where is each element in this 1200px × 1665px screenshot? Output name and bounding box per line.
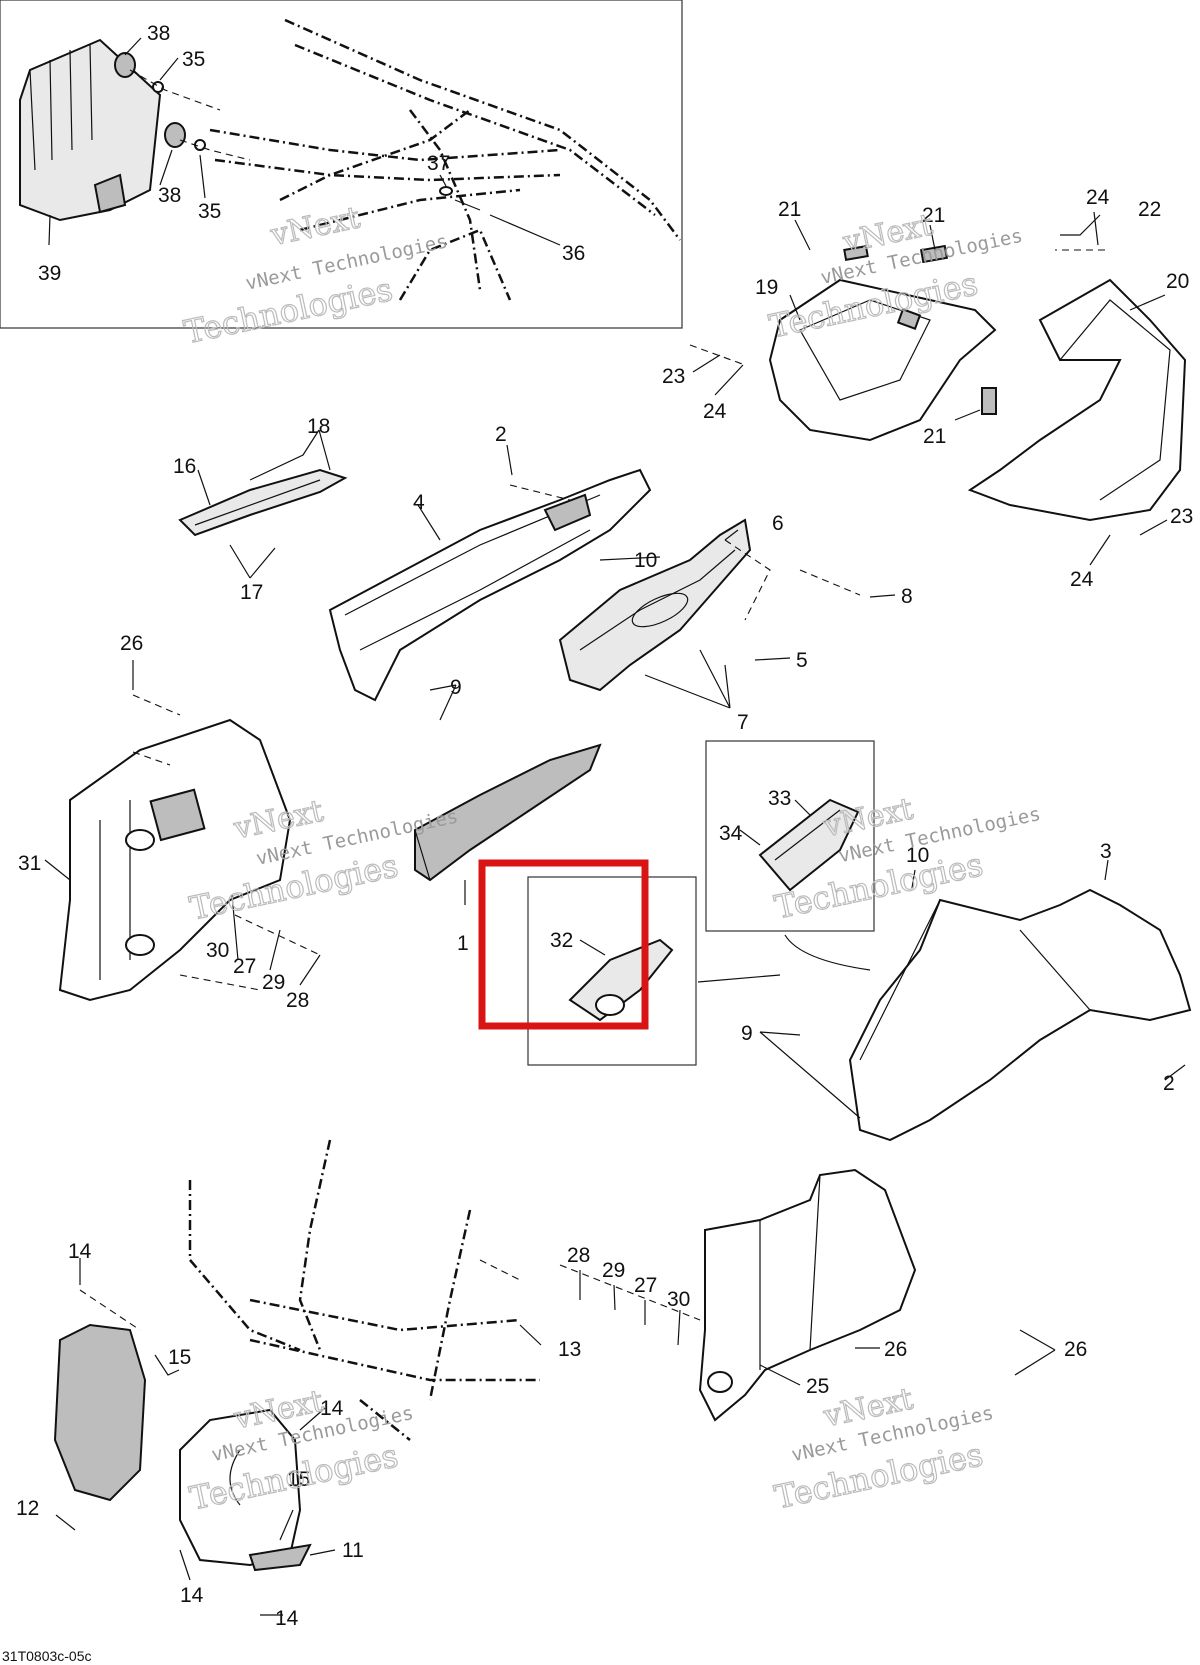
callout-28: 28 [567,1244,590,1267]
callout-9: 9 [741,1022,753,1045]
callout-15: 15 [287,1468,310,1491]
part-21-clip-c [981,387,997,415]
part-25-guard [698,1168,917,1422]
part-11-skid [248,1543,312,1572]
part-6-lower-panel [558,518,752,692]
callout-16: 16 [173,455,196,478]
callout-23: 23 [662,365,685,388]
part-21-clip-a [919,244,949,264]
watermarks: vNext vNext Technologies Technologies [771,1381,996,1517]
part-1-panel [414,743,602,882]
inset-frame-top-left [0,0,683,329]
callout-35: 35 [182,48,205,71]
callout-28: 28 [286,989,309,1012]
callout-25: 25 [806,1375,829,1398]
leader-32-to-3 [697,974,781,983]
callout-11: 11 [342,1539,364,1562]
leader-lines [44,37,1186,1616]
callout-30: 30 [206,939,229,962]
callout-30: 30 [667,1288,690,1311]
part-4-side-panel [328,468,652,702]
leader-33-to-3 [784,934,871,971]
callout-7: 7 [737,711,749,734]
callout-27: 27 [634,1274,657,1297]
callout-36: 36 [562,242,585,265]
part-33-bracket [758,798,860,892]
frame-tubes-bottom [188,1139,540,1441]
callout-5: 5 [796,649,808,672]
callout-33: 33 [768,787,791,810]
drawing-code: 31T0803c-05c [2,1648,92,1664]
callout-9: 9 [450,676,462,699]
callout-34: 34 [719,822,743,845]
callout-14: 14 [68,1240,92,1263]
callout-32: 32 [550,929,573,952]
callout-14: 14 [180,1584,204,1607]
assembly-dashed-lines [79,249,1105,1331]
callout-17: 17 [240,581,263,604]
frame-tubes-top [209,18,681,301]
callout-24: 24 [1086,186,1110,209]
callout-39: 39 [38,262,61,285]
inset-box-33 [705,740,875,932]
part-39-front-panel [19,38,162,222]
callout-10: 10 [634,549,657,572]
part-12-cover [53,1323,147,1502]
highlight-box-32 [478,859,649,1030]
callout-31: 31 [18,852,41,875]
callout-21: 21 [923,425,946,448]
callout-21: 21 [778,198,801,221]
callout-26: 26 [120,632,143,655]
callout-18: 18 [307,415,330,438]
callout-2: 2 [1163,1072,1175,1095]
callout-15: 15 [168,1346,191,1369]
callout-labels: 38 35 38 35 39 37 36 21 21 24 22 20 19 2… [16,22,1193,1630]
part-11-cover [179,1408,302,1567]
callout-29: 29 [262,971,285,994]
callout-26: 26 [1064,1338,1087,1361]
callout-10: 10 [906,844,929,867]
callout-2: 2 [495,423,507,446]
callout-38: 38 [147,22,170,45]
inset-box-32 [527,876,697,1066]
callout-24: 24 [703,400,727,423]
callout-4: 4 [413,491,425,514]
callout-14: 14 [320,1397,344,1420]
part-32-bracket [568,938,674,1022]
callout-35: 35 [198,200,221,223]
callout-14: 14 [275,1607,299,1630]
callout-8: 8 [901,585,913,608]
callout-37: 37 [427,152,450,175]
part-31-guard [58,718,292,1002]
callout-19: 19 [755,276,778,299]
part-21-clip-b [843,245,869,261]
callout-12: 12 [16,1497,39,1520]
part-20-guard [967,278,1187,522]
part-19-bracket [768,278,997,442]
callout-6: 6 [772,512,784,535]
callout-38: 38 [158,184,181,207]
callout-27: 27 [233,955,256,978]
part-3-side-panel [848,888,1192,1142]
callout-23: 23 [1170,505,1193,528]
callout-3: 3 [1100,840,1112,863]
callout-20: 20 [1166,270,1189,293]
callout-1: 1 [457,932,469,955]
callout-26: 26 [884,1338,907,1361]
callout-24: 24 [1070,568,1094,591]
svg-text:vNext: vNext [267,200,363,253]
callout-21: 21 [922,204,945,227]
fasteners-35-38 [114,52,481,211]
callout-13: 13 [558,1338,581,1361]
callout-22: 22 [1138,198,1161,221]
part-16-trim [178,468,348,537]
callout-29: 29 [602,1259,625,1282]
